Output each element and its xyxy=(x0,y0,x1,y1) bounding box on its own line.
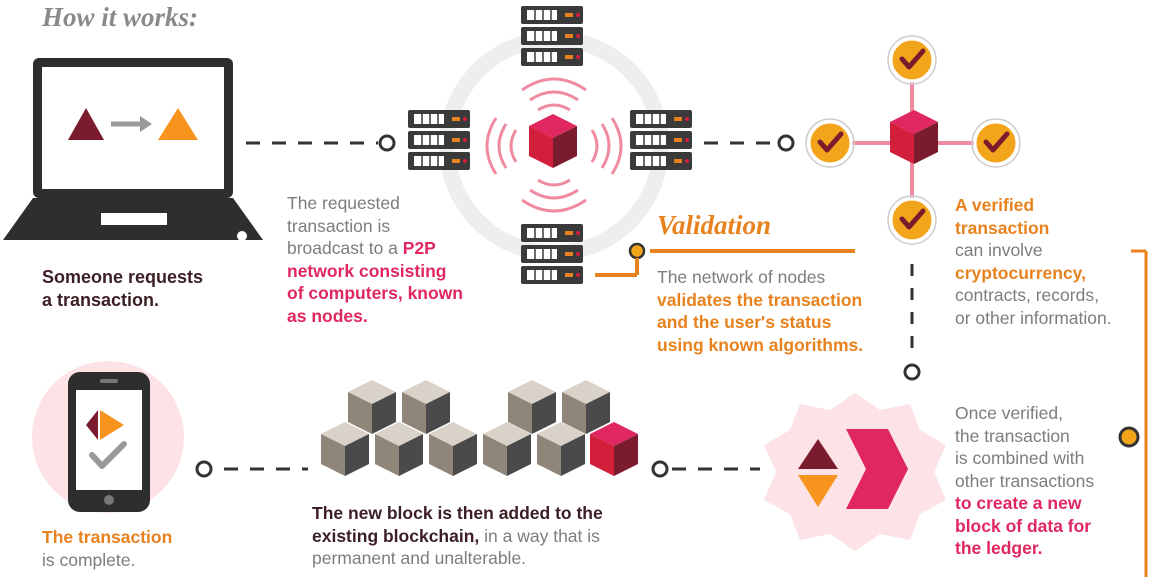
step-broadcast-text: The requested transaction is broadcast t… xyxy=(287,192,463,327)
checkmark-icon-left xyxy=(806,119,854,167)
step-complete-line2: is complete. xyxy=(42,549,136,570)
step-verified-line5: contracts, records, xyxy=(955,285,1099,305)
step-request-line2: a transaction. xyxy=(42,289,160,310)
step-broadcast-line1: The requested xyxy=(287,193,400,213)
step-validate-line2: validates the transaction xyxy=(657,289,863,310)
verified-hub xyxy=(832,62,996,216)
step-combine-line1: Once verified, xyxy=(955,403,1063,423)
server-icon-right xyxy=(630,110,692,170)
step-validate-text: The network of nodes validates the trans… xyxy=(657,266,863,356)
checkmark-icon-right xyxy=(972,119,1020,167)
smartphone-icon xyxy=(32,361,184,513)
step-combine-text: Once verified, the transaction is combin… xyxy=(955,402,1094,560)
connector-request xyxy=(246,134,396,152)
step-broadcast-line2: transaction is xyxy=(287,215,391,236)
step-broadcast-line4: network consisting xyxy=(287,260,447,281)
checkmark-icon-top xyxy=(888,36,936,84)
laptop-icon xyxy=(3,58,263,241)
step-combine-line4: other transactions xyxy=(955,470,1095,491)
connector-down xyxy=(903,264,921,381)
step-combine-line6: block of data for xyxy=(955,515,1092,536)
new-block-icon xyxy=(764,393,946,551)
validation-connector xyxy=(595,242,855,277)
step-verified-line4: cryptocurrency, xyxy=(955,262,1086,283)
step-broadcast-line3b: P2P xyxy=(402,238,436,258)
step-combine-line5: to create a new xyxy=(955,493,1082,513)
step-validate-line1: The network of nodes xyxy=(657,267,826,287)
step-chain-line3: permanent and unalterable. xyxy=(312,548,527,568)
step-combine-line3: is combined with xyxy=(955,448,1085,468)
step-combine-line2: the transaction xyxy=(955,425,1070,446)
step-complete-line1: The transaction xyxy=(42,527,173,547)
bracket-connector xyxy=(1118,249,1148,577)
step-chain-line2a: existing blockchain, xyxy=(312,525,480,546)
step-validate-line4: using known algorithms. xyxy=(657,334,864,355)
step-broadcast-line3a: broadcast to a xyxy=(287,238,403,258)
step-validate-line3: and the user's status xyxy=(657,312,832,332)
server-icon-top xyxy=(521,6,583,66)
page-title: How it works: xyxy=(42,2,199,32)
validation-heading: Validation xyxy=(657,210,772,240)
step-broadcast-line6: as nodes. xyxy=(287,305,368,326)
step-complete-text: The transaction is complete. xyxy=(42,526,172,571)
connector-verified xyxy=(704,134,795,152)
step-verified-line6: or other information. xyxy=(955,307,1112,328)
step-verified-text: A verified transaction can involve crypt… xyxy=(955,194,1112,329)
step-chain-line1: The new block is then added to the xyxy=(312,503,603,523)
step-request-line1: Someone requests xyxy=(42,267,204,287)
step-verified-line2: transaction xyxy=(955,217,1050,238)
step-verified-line1: A verified xyxy=(955,195,1035,215)
signal-waves-icon xyxy=(485,77,623,213)
connector-complete xyxy=(195,460,308,478)
server-icon-bottom xyxy=(521,224,583,284)
checkmark-icon-bottom xyxy=(888,196,936,244)
transaction-cube-icon xyxy=(529,114,577,168)
connector-block xyxy=(651,460,760,478)
step-verified-line3: can involve xyxy=(955,240,1043,260)
step-broadcast-line5: of computers, known xyxy=(287,283,463,303)
step-combine-line7: the ledger. xyxy=(955,538,1043,558)
server-icon-left xyxy=(408,110,470,170)
step-chain-text: The new block is then added to the exist… xyxy=(312,502,603,570)
blockchain-icon xyxy=(321,380,638,476)
step-request-text: Someone requests a transaction. xyxy=(42,266,203,311)
step-chain-line2b: in a way that is xyxy=(479,525,600,546)
